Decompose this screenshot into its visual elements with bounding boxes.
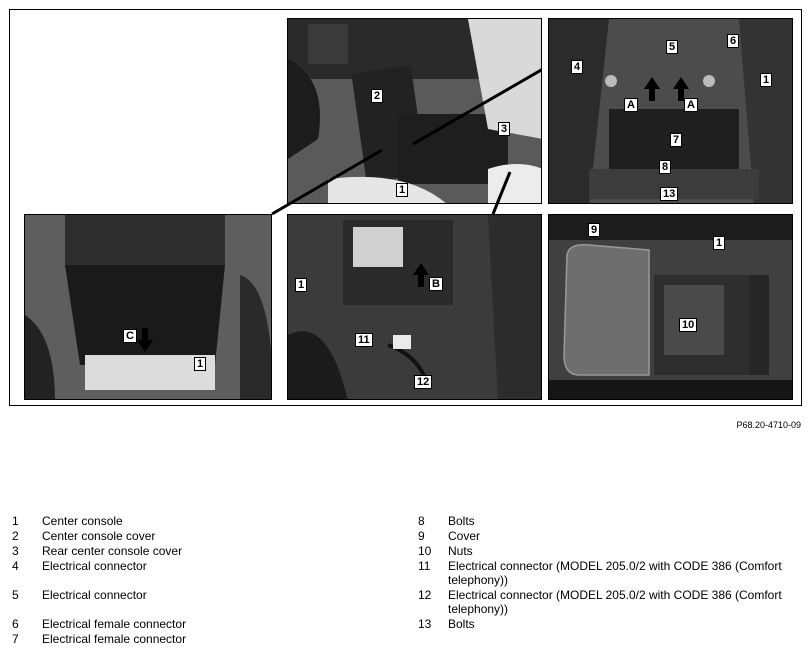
- legend-number: 11: [418, 559, 431, 573]
- callout-label: 5: [666, 40, 679, 54]
- figure-reference: P68.20-4710-09: [736, 420, 801, 430]
- callout-label: 1: [295, 278, 308, 292]
- callout-label: 9: [588, 223, 601, 237]
- legend-number: 12: [418, 588, 432, 602]
- callout-label: 4: [571, 60, 584, 74]
- legend-text: Bolts: [448, 617, 475, 631]
- legend-text: Electrical connector: [42, 559, 147, 573]
- legend-item: 7 Electrical female connector: [12, 632, 402, 647]
- view-letter-a: A: [624, 98, 638, 112]
- legend-text: Cover: [448, 529, 481, 543]
- legend-item: 13 Bolts: [418, 617, 802, 632]
- photo-console-floor: 6 5 4 1 A A 7 8 13: [548, 18, 793, 204]
- legend-text: Electrical female connector: [42, 617, 187, 631]
- legend-number: 4: [12, 559, 19, 573]
- photo-center-console-image: [288, 19, 541, 203]
- legend-number: 9: [418, 529, 425, 543]
- legend-text: Bolts: [448, 514, 475, 528]
- callout-label: 13: [660, 187, 679, 201]
- legend-number: 5: [12, 588, 19, 602]
- figure-frame: 2 3 1 6 5 4 1 A A 7 8 13: [9, 9, 802, 406]
- view-letter-a: A: [684, 98, 698, 112]
- view-letter-b: B: [429, 277, 443, 291]
- callout-label: 8: [659, 160, 672, 174]
- legend-item: 5 Electrical connector: [12, 588, 402, 617]
- legend-item: 2 Center console cover: [12, 529, 402, 544]
- legend-item: 12 Electrical connector (MODEL 205.0/2 wi…: [418, 588, 802, 617]
- callout-label: 1: [194, 357, 207, 371]
- callout-label: 1: [396, 183, 409, 197]
- legend-item: 1 Center console: [12, 514, 402, 529]
- view-letter-c: C: [123, 329, 137, 343]
- photo-cover-nuts: 9 1 10: [548, 214, 793, 400]
- legend-item: 3 Rear center console cover: [12, 544, 402, 559]
- legend-text: Center console: [42, 514, 123, 528]
- legend-text: Electrical female connector: [42, 632, 187, 646]
- legend-left: 1 Center console 2 Center console cover 3 R…: [12, 514, 402, 647]
- callout-label: 1: [760, 73, 773, 87]
- legend-number: 7: [12, 632, 19, 646]
- legend-item: 6 Electrical female connector: [12, 617, 402, 632]
- callout-label: 1: [713, 236, 726, 250]
- legend-item: 4 Electrical connector: [12, 559, 402, 588]
- legend-number: 3: [12, 544, 19, 558]
- photo-console-removed-image: [25, 215, 271, 399]
- legend-item: 11 Electrical connector (MODEL 205.0/2 wi…: [418, 559, 802, 588]
- legend-number: 1: [12, 514, 19, 528]
- legend-text: Electrical connector: [42, 588, 147, 602]
- legend-number: 2: [12, 529, 19, 543]
- callout-label: 7: [670, 133, 683, 147]
- legend-number: 13: [418, 617, 432, 631]
- callout-label: 6: [727, 34, 740, 48]
- legend-item: 9 Cover: [418, 529, 802, 544]
- callout-label: 11: [355, 333, 373, 347]
- photo-center-console: 2 3 1: [287, 18, 542, 204]
- callout-label: 2: [371, 89, 384, 103]
- legend-text: Center console cover: [42, 529, 156, 543]
- legend-item: 8 Bolts: [418, 514, 802, 529]
- legend-number: 6: [12, 617, 19, 631]
- legend-item: 10 Nuts: [418, 544, 802, 559]
- legend-text: Nuts: [448, 544, 473, 558]
- legend-text: Electrical connector (MODEL 205.0/2 with…: [448, 588, 782, 616]
- photo-connectors-side: 1 B 11 12: [287, 214, 542, 400]
- callout-label: 10: [679, 318, 698, 332]
- photo-connectors-side-image: [288, 215, 541, 399]
- callout-label: 12: [414, 375, 433, 389]
- legend-number: 10: [418, 544, 432, 558]
- callout-label: 3: [498, 122, 511, 136]
- legend-number: 8: [418, 514, 425, 528]
- photo-console-removed: C 1: [24, 214, 272, 400]
- legend-text: Electrical connector (MODEL 205.0/2 with…: [448, 559, 782, 587]
- legend-text: Rear center console cover: [42, 544, 183, 558]
- photo-cover-nuts-image: [549, 215, 792, 399]
